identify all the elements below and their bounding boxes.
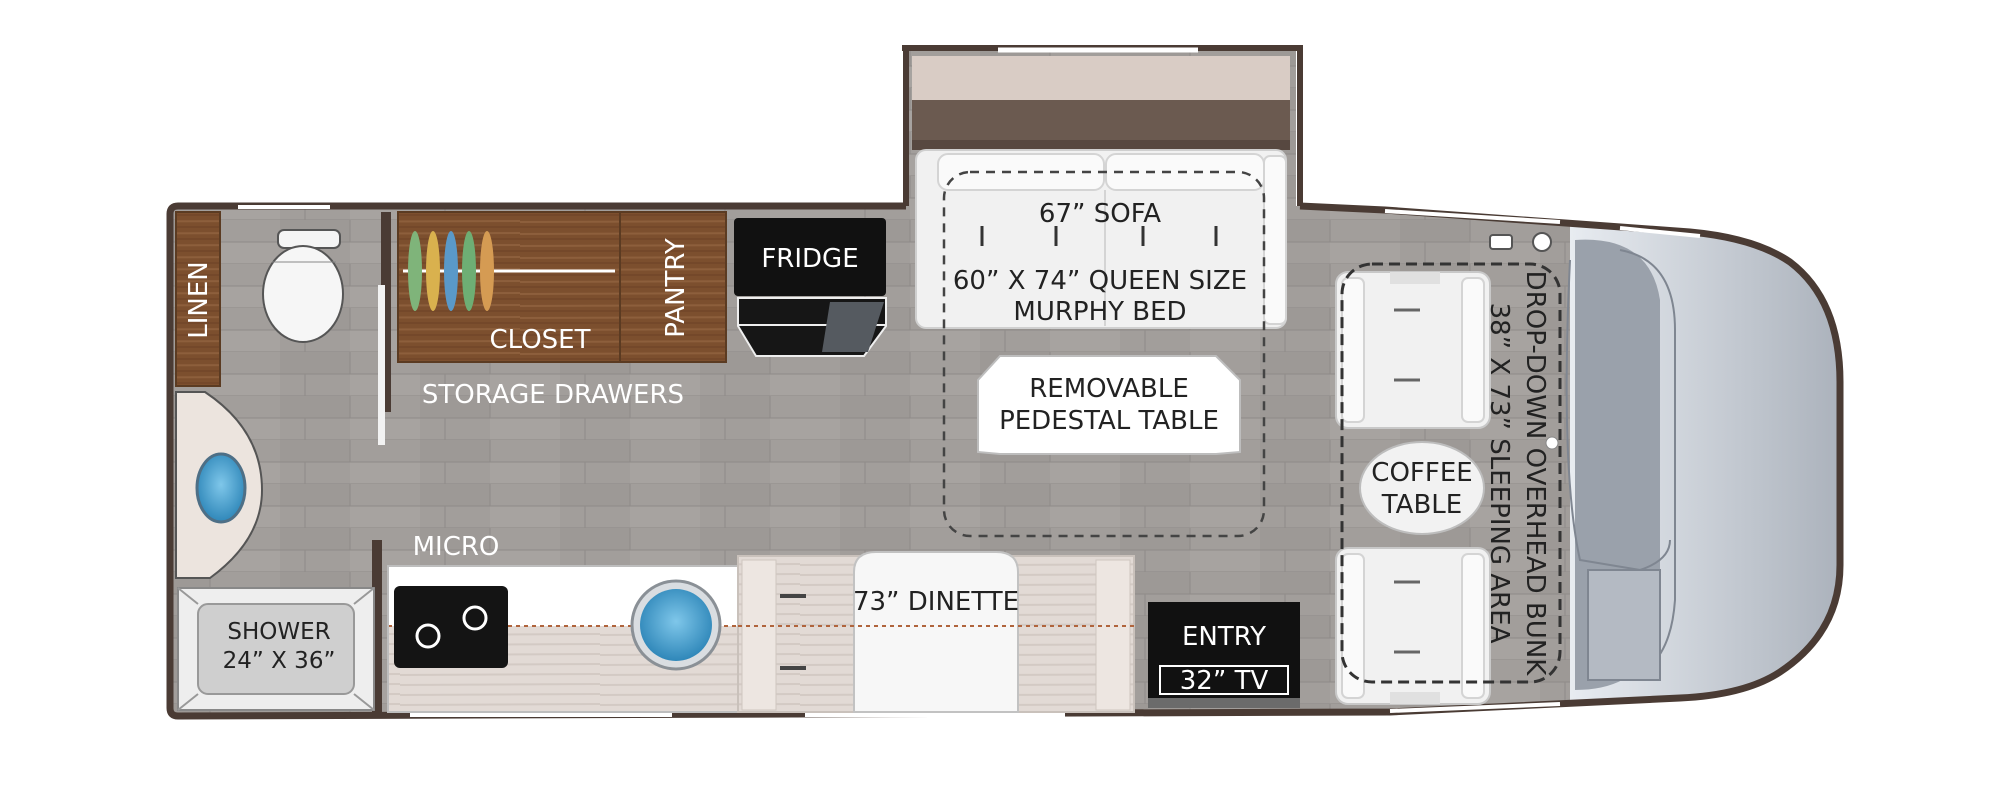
fridge-label: FRIDGE <box>761 244 858 274</box>
shower-label-line1: SHOWER <box>227 619 330 645</box>
hangers <box>408 231 494 311</box>
galley-sink <box>630 579 722 671</box>
bathroom-walls <box>372 212 391 716</box>
pantry: PANTRY <box>619 211 727 363</box>
queen-bed-label-line2: MURPHY BED <box>1013 297 1186 327</box>
sofa: 67” SOFA 60” X 74” QUEEN SIZE MURPHY BED <box>915 149 1287 329</box>
tv-label: 32” TV <box>1180 666 1269 696</box>
storage-drawers-label: STORAGE DRAWERS <box>422 380 684 410</box>
closet-label: CLOSET <box>490 325 591 355</box>
entry-label: ENTRY <box>1182 622 1266 652</box>
linen-cabinet: LINEN <box>175 211 221 387</box>
coffee-table-label-line2: TABLE <box>1381 490 1462 520</box>
exterior-walls <box>166 202 1844 720</box>
pantry-label: PANTRY <box>661 238 691 338</box>
cab-dial-icon <box>1532 232 1552 252</box>
cooktop <box>394 586 508 668</box>
table-label-line2: PEDESTAL TABLE <box>999 406 1219 436</box>
lounge-chair-top <box>1335 271 1491 429</box>
murphy-bed-outline <box>942 170 1266 538</box>
cab-light-icon <box>1545 436 1559 450</box>
bathroom-sink <box>175 391 264 579</box>
sofa-buttons <box>980 226 1218 246</box>
pedestal-table: REMOVABLE PEDESTAL TABLE <box>977 355 1241 455</box>
closet: CLOSET <box>397 211 621 363</box>
coffee-table-label-line1: COFFEE <box>1371 458 1472 488</box>
queen-bed-label-line1: 60” X 74” QUEEN SIZE <box>953 266 1247 296</box>
burner-2 <box>462 605 488 631</box>
dinette: 73” DINETTE <box>737 551 1135 713</box>
burner-1 <box>415 623 441 649</box>
shower-label-line2: 24” X 36” <box>223 648 336 674</box>
fridge: FRIDGE <box>734 218 887 357</box>
bunk-label-line2: 38” X 73” SLEEPING AREA <box>1484 303 1514 644</box>
overhead-bunk: DROP-DOWN OVERHEAD BUNK 38” X 73” SLEEPI… <box>1340 232 1562 684</box>
dinette-label: 73” DINETTE <box>853 587 1019 617</box>
bunk-outline <box>1340 262 1562 684</box>
shower: SHOWER 24” X 36” <box>177 587 375 711</box>
toilet <box>262 229 344 343</box>
cab-control-icon <box>1489 234 1513 250</box>
micro-label: MICRO <box>413 532 500 562</box>
cab-area <box>1565 220 1840 710</box>
sofa-label: 67” SOFA <box>1039 199 1161 229</box>
linen-label: LINEN <box>184 261 214 338</box>
entry-tv: ENTRY 32” TV <box>1148 602 1300 708</box>
bunk-label-line1: DROP-DOWN OVERHEAD BUNK <box>1520 271 1550 677</box>
lounge-chair-bottom <box>1335 547 1491 705</box>
coffee-table: COFFEE TABLE <box>1359 441 1485 535</box>
table-label-line1: REMOVABLE <box>1029 374 1189 404</box>
